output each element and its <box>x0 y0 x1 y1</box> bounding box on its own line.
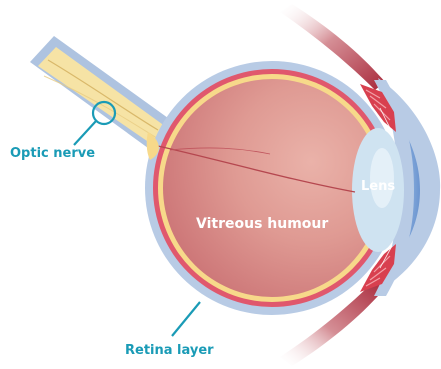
vitreous-body <box>163 79 381 297</box>
retina-layer-label: Retina layer <box>125 344 214 357</box>
optic-nerve-callout-line <box>74 121 96 145</box>
lens-label: Lens <box>361 180 395 193</box>
retina-callout-line <box>172 302 200 336</box>
vitreous-humour-label: Vitreous humour <box>196 217 328 231</box>
optic-nerve-label: Optic nerve <box>10 147 95 160</box>
